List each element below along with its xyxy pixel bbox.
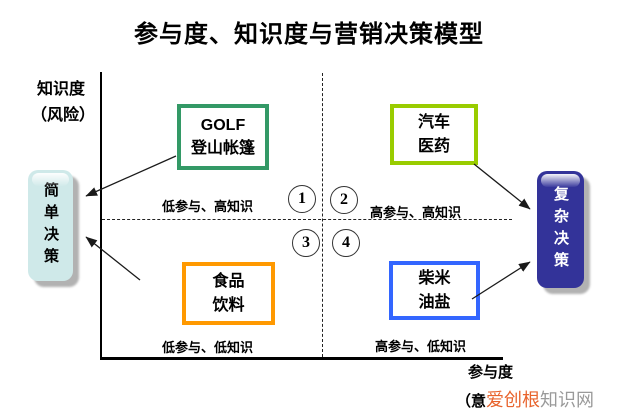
vertical-dashed-divider bbox=[322, 73, 323, 357]
simple-decision-pill: 简单决策 bbox=[28, 170, 73, 281]
watermark: （意爱创根知识网 bbox=[456, 386, 594, 412]
quadrant-box-auto-medicine: 汽车 医药 bbox=[390, 104, 478, 165]
arrow-food-to-simple bbox=[85, 236, 141, 281]
complex-decision-label: 复杂决策 bbox=[552, 185, 569, 274]
complex-decision-pill: 复杂决策 bbox=[537, 171, 584, 288]
arrow-auto-to-complex bbox=[473, 163, 531, 210]
y-axis-line bbox=[100, 72, 102, 358]
quadrant-label-high-low: 高参与、低知识 bbox=[375, 339, 467, 354]
quadrant-circle-3: 3 bbox=[292, 229, 320, 257]
box-golf-line1: GOLF bbox=[200, 116, 246, 134]
quadrant-circle-2: 2 bbox=[330, 186, 358, 214]
y-axis-label-line2: （风险） bbox=[31, 107, 96, 124]
horizontal-dashed-divider bbox=[102, 219, 512, 220]
box-food-line2: 饮料 bbox=[212, 296, 245, 314]
x-axis-label: 参与度 bbox=[468, 364, 514, 381]
quadrant-circle-4: 4 bbox=[332, 229, 360, 257]
watermark-brand: 爱创根 bbox=[486, 390, 541, 410]
simple-decision-label: 简单决策 bbox=[42, 181, 59, 270]
quadrant-circle-1: 1 bbox=[288, 185, 316, 213]
x-axis-line bbox=[100, 357, 503, 360]
box-daily-line1: 柴米 bbox=[418, 270, 451, 288]
arrow-daily-to-complex bbox=[471, 261, 531, 300]
box-auto-line2: 医药 bbox=[417, 137, 450, 155]
box-auto-line1: 汽车 bbox=[417, 114, 450, 132]
watermark-prefix-text: （意 bbox=[456, 393, 487, 410]
watermark-suffix: 知识网 bbox=[540, 390, 595, 410]
quadrant-label-low-low: 低参与、低知识 bbox=[162, 340, 254, 355]
quadrant-label-low-high: 低参与、高知识 bbox=[162, 199, 254, 214]
y-axis-label-line1: 知识度 bbox=[37, 81, 86, 98]
box-food-line1: 食品 bbox=[212, 273, 245, 291]
quadrant-label-high-high: 高参与、高知识 bbox=[370, 205, 462, 220]
box-daily-line2: 油盐 bbox=[418, 293, 451, 311]
quadrant-box-daily-necessities: 柴米 油盐 bbox=[389, 261, 480, 320]
quadrant-box-golf-tent: GOLF 登山帐篷 bbox=[177, 104, 269, 170]
quadrant-box-food-beverage: 食品 饮料 bbox=[182, 262, 275, 325]
box-golf-line2: 登山帐篷 bbox=[190, 140, 255, 157]
page-title: 参与度、知识度与营销决策模型 bbox=[134, 21, 484, 48]
